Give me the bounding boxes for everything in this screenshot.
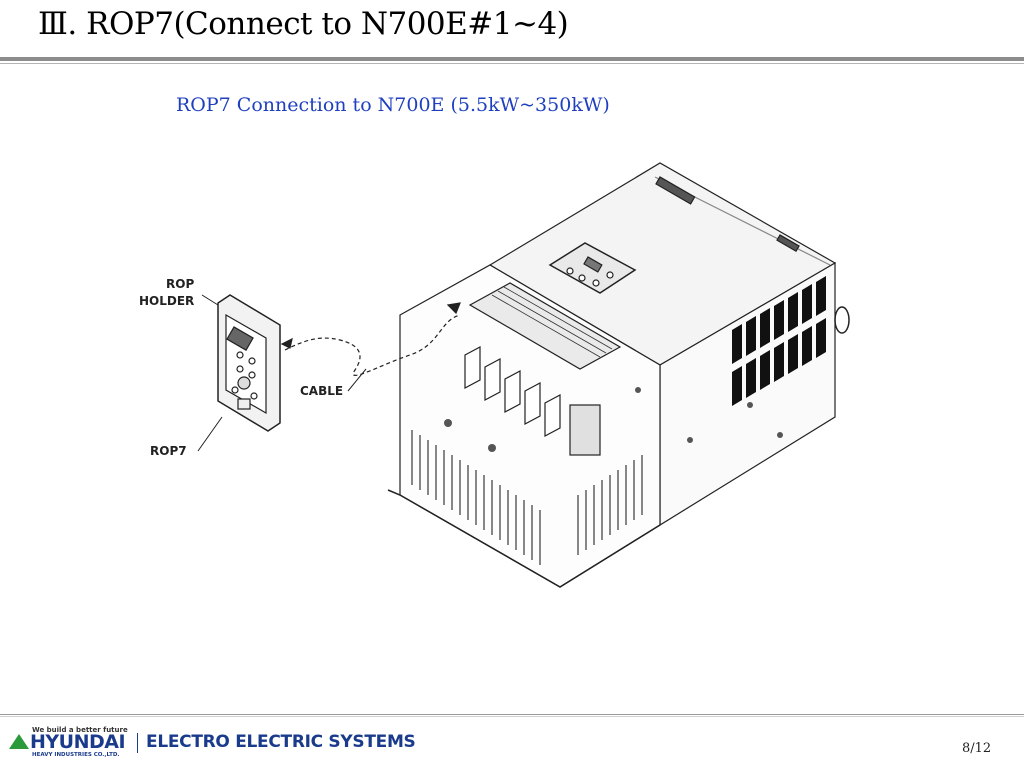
label-rop7: ROP7 (150, 444, 187, 458)
page-number: 8/12 (962, 741, 992, 756)
connection-diagram: ROP HOLDER CABLE ROP7 (139, 162, 850, 588)
slide-subtitle: ROP7 Connection to N700E (5.5kW~350kW) (176, 94, 610, 116)
footer-divider (0, 714, 1024, 715)
slide-title: Ⅲ. ROP7(Connect to N700E#1~4) (38, 6, 569, 42)
title-divider (0, 57, 1024, 61)
right-vents (732, 276, 826, 406)
power-terminals (464, 346, 561, 437)
label-rop: ROP (166, 277, 194, 291)
rop-holder (217, 294, 281, 432)
footer-logo-separator (137, 733, 138, 753)
title-divider-thin (0, 63, 1024, 64)
front-heatsink-fins (411, 430, 541, 565)
footer-division: ELECTRO ELECTRIC SYSTEMS (146, 732, 416, 752)
hyundai-logo-mark-icon (9, 734, 29, 749)
label-holder: HOLDER (139, 294, 194, 308)
footer-brand-sub: HEAVY INDUSTRIES CO.,LTD. (32, 752, 120, 758)
footer-divider-thin (0, 716, 1024, 717)
cable (284, 314, 461, 376)
footer-tagline: We build a better future (32, 726, 128, 734)
footer-brand: HYUNDAI (30, 731, 126, 753)
label-cable: CABLE (300, 384, 343, 398)
